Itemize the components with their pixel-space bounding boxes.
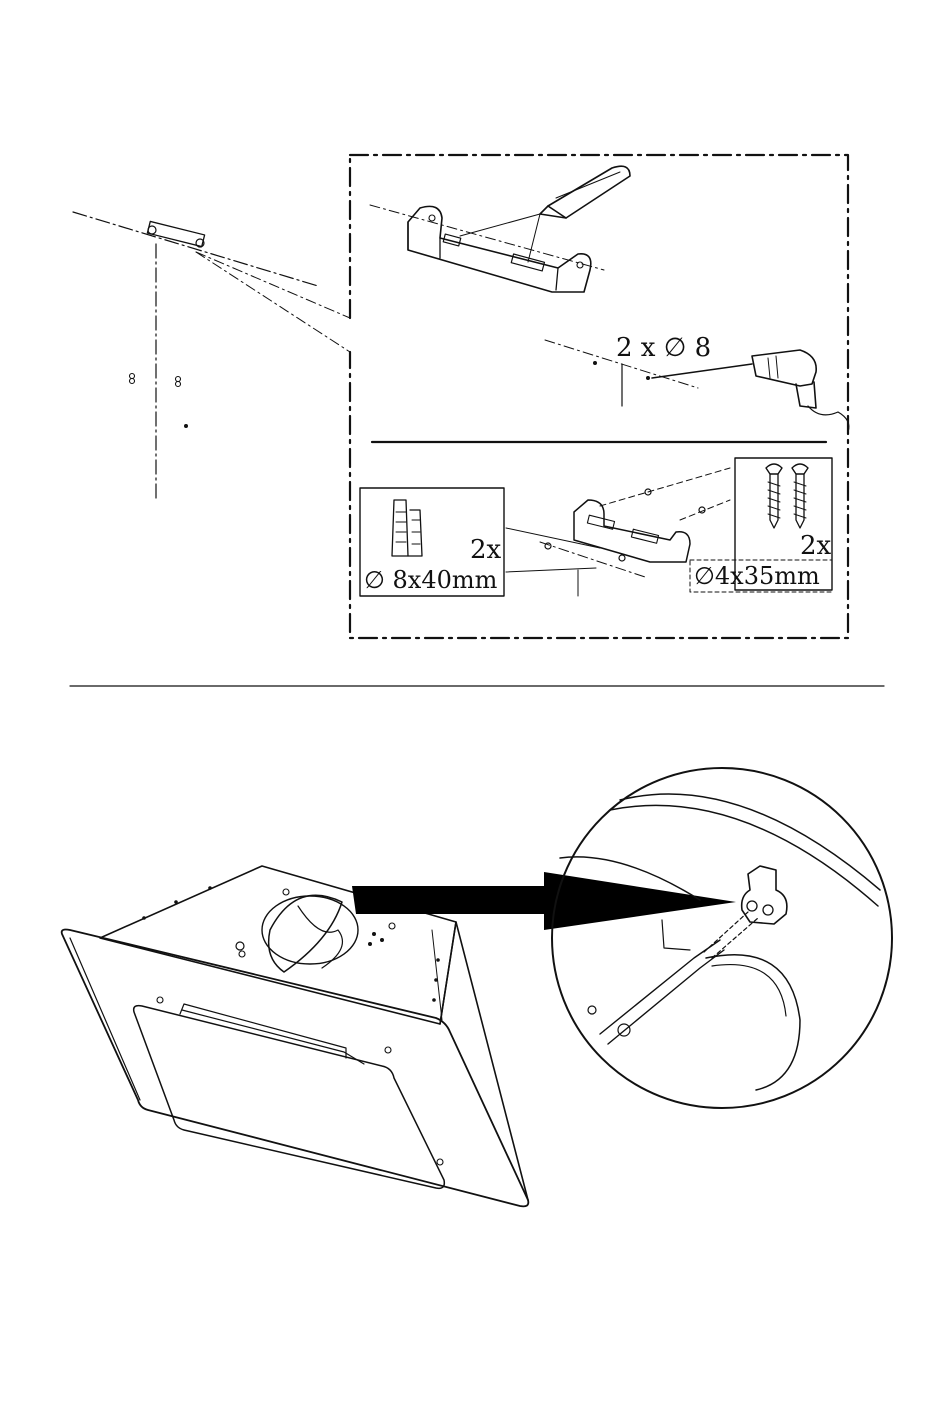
screw-icon <box>766 464 782 528</box>
anchor-count-label: 2x <box>470 535 502 565</box>
arrow-icon <box>352 872 736 930</box>
fix-bracket-step: ∅ 8x40mm 2x <box>360 458 832 596</box>
zoom-detail-circle <box>552 768 892 1108</box>
drill-marks <box>130 374 189 429</box>
wall-plug-icon <box>392 500 422 556</box>
screw-size-label: ∅4x35mm <box>694 562 820 590</box>
drill-bit-label: 2 x ∅ 8 <box>616 333 711 363</box>
damper-flap <box>262 895 358 972</box>
bracket-icon <box>408 206 591 292</box>
screw-count-label: 2x <box>800 531 832 561</box>
mark-holes-step <box>370 166 630 292</box>
drill-holes-step: 2 x ∅ 8 <box>545 333 849 432</box>
hood-assembly <box>62 768 892 1206</box>
anchor-size-label: ∅ 8x40mm <box>364 566 498 594</box>
bracket-icon <box>742 866 787 924</box>
hood-body <box>62 866 529 1206</box>
screw-icon <box>792 464 808 528</box>
detail-box: 2 x ∅ 8 ∅ 8x40mm 2x <box>350 155 849 638</box>
pencil-icon <box>460 166 630 262</box>
bracket-icon <box>574 500 690 562</box>
wall-overview <box>73 212 350 498</box>
